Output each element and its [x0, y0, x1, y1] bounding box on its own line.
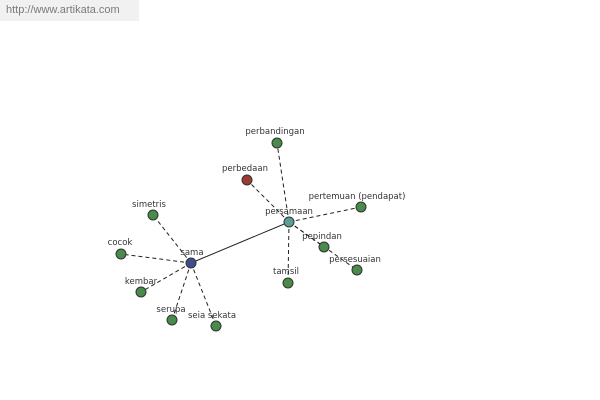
node-label-pertemuan[interactable]: pertemuan (pendapat) [309, 192, 406, 202]
node-persamaan[interactable]: persamaan [265, 207, 313, 228]
node-label-cocok[interactable]: cocok [108, 238, 133, 248]
node-tamsil[interactable]: tamsil [273, 267, 299, 289]
node-marker-serupa[interactable] [166, 314, 178, 326]
edges-layer [120, 142, 362, 327]
node-label-simetris[interactable]: simetris [132, 200, 166, 210]
edge-sama-serupa [171, 262, 192, 321]
edge-sama-persamaan [190, 221, 290, 264]
node-label-persamaan[interactable]: persamaan [265, 207, 313, 217]
node-serupa[interactable]: serupa [156, 305, 186, 326]
node-marker-pertemuan[interactable] [355, 201, 367, 213]
node-marker-seia_sekata[interactable] [210, 320, 222, 332]
node-label-serupa[interactable]: serupa [156, 305, 185, 315]
edge-persamaan-pertemuan [288, 206, 362, 223]
node-label-pepindan[interactable]: pepindan [302, 232, 342, 242]
site-url-text[interactable]: http://www.artikata.com [6, 4, 120, 16]
edge-persamaan-tamsil [287, 221, 290, 284]
nodes-layer: sama persamaan perbandingan perbedaan pertem… [108, 127, 406, 332]
edge-sama-cocok [120, 253, 192, 264]
node-perbandingan[interactable]: perbandingan [245, 127, 305, 149]
node-label-persesuaian[interactable]: persesuaian [329, 255, 381, 265]
node-marker-sama[interactable] [185, 257, 197, 269]
node-marker-perbedaan[interactable] [241, 174, 253, 186]
site-url-banner[interactable]: http://www.artikata.com [0, 0, 139, 21]
node-persesuaian[interactable]: persesuaian [329, 255, 381, 276]
node-pepindan[interactable]: pepindan [302, 232, 342, 253]
node-pertemuan[interactable]: pertemuan (pendapat) [309, 192, 406, 213]
node-marker-perbandingan[interactable] [271, 137, 283, 149]
node-label-perbandingan[interactable]: perbandingan [245, 127, 304, 137]
edge-sama-simetris [152, 214, 192, 264]
node-label-tamsil[interactable]: tamsil [273, 267, 299, 277]
node-seia_sekata[interactable]: seia sekata [188, 311, 236, 332]
node-sama[interactable]: sama [180, 248, 204, 269]
node-label-perbedaan[interactable]: perbedaan [222, 164, 268, 174]
edge-persamaan-perbandingan [276, 142, 290, 223]
node-label-sama[interactable]: sama [180, 248, 203, 258]
node-label-seia_sekata[interactable]: seia sekata [188, 311, 236, 321]
node-cocok[interactable]: cocok [108, 238, 133, 260]
node-marker-cocok[interactable] [115, 248, 127, 260]
node-marker-tamsil[interactable] [282, 277, 294, 289]
node-marker-kembar[interactable] [135, 286, 147, 298]
node-kembar[interactable]: kembar [125, 277, 158, 298]
edge-persamaan-perbedaan [246, 179, 290, 223]
node-marker-persesuaian[interactable] [351, 264, 363, 276]
node-perbedaan[interactable]: perbedaan [222, 164, 268, 186]
node-marker-pepindan[interactable] [318, 241, 330, 253]
node-marker-persamaan[interactable] [283, 216, 295, 228]
node-label-kembar[interactable]: kembar [125, 277, 158, 287]
edge-sama-kembar [140, 262, 192, 293]
edge-sama-seia_sekata [190, 262, 217, 327]
node-marker-simetris[interactable] [147, 209, 159, 221]
node-simetris[interactable]: simetris [132, 200, 167, 221]
